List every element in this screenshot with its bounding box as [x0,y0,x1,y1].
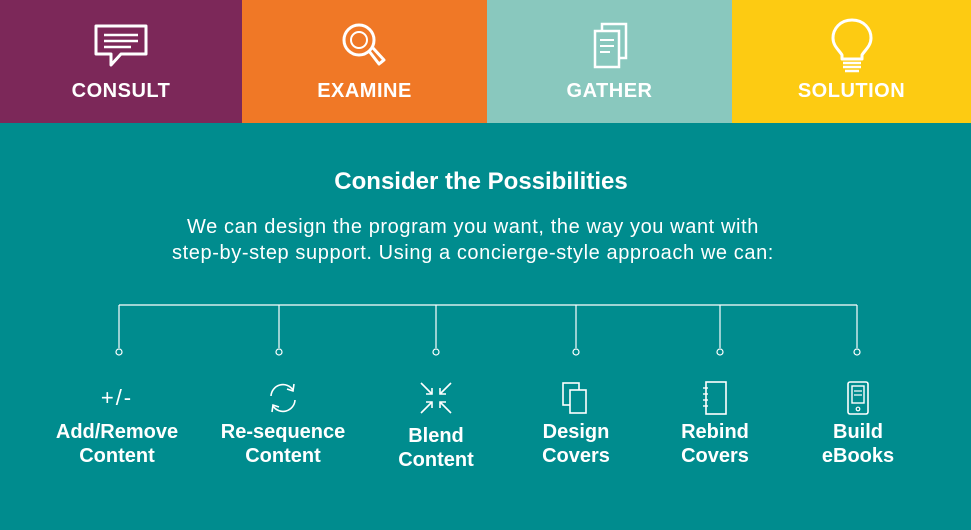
option-build-ebooks[interactable]: Build eBooks [768,378,948,468]
option-blend-content[interactable]: Blend Content [346,378,526,472]
step-consult[interactable]: CONSULT [0,0,242,123]
intro-line: We can design the program you want, the … [187,216,759,238]
option-label: Rebind Covers [681,420,749,468]
option-label-line: Build [833,421,883,443]
step-gather[interactable]: GATHER [487,0,732,123]
connector-branch [716,305,724,356]
converge-arrows-icon [414,378,458,418]
option-label-line: Blend [408,425,464,447]
option-label-line: Content [398,449,474,471]
stacked-pages-icon [554,378,598,418]
connector-branch [275,305,283,356]
speech-bubble-icon [91,20,151,72]
option-rebind-covers[interactable]: Rebind Covers [625,378,805,468]
step-label: SOLUTION [797,80,906,102]
connector-branch [572,305,580,356]
option-label: Build eBooks [822,420,894,468]
option-label-line: Re-sequence [220,421,346,443]
step-solution[interactable]: SOLUTION [732,0,971,123]
step-label: EXAMINE [317,80,412,102]
option-label-line: Add/Remove [55,421,179,443]
process-steps-bar: CONSULT EXAMINE GATHER [0,0,971,123]
section-heading: Consider the Possibilities [334,168,628,195]
option-label: Blend Content [398,424,474,472]
plus-minus-glyph: +/- [100,385,134,410]
plus-minus-icon: +/- [95,378,139,418]
spiral-notebook-icon [693,378,737,418]
step-label: CONSULT [71,80,171,102]
connector-branch [115,305,123,356]
option-label: Design Covers [542,420,610,468]
connector-branch [853,305,861,356]
option-resequence-content[interactable]: Re-sequence Content [193,378,373,468]
documents-icon [580,20,640,72]
ereader-icon [836,378,880,418]
step-examine[interactable]: EXAMINE [242,0,487,123]
option-add-remove-content[interactable]: +/- Add/Remove Content [27,378,207,468]
option-label-line: Content [245,445,321,467]
intro-line: step-by-step support. Using a concierge-… [172,242,774,264]
option-label-line: Design [542,421,610,443]
lightbulb-icon [822,18,882,73]
option-design-covers[interactable]: Design Covers [486,378,666,468]
connector-branch [432,305,440,356]
step-label: GATHER [566,80,653,102]
option-label-line: Content [79,445,155,467]
option-label-line: Rebind [681,421,749,443]
intro-text: We can design the program you want, the … [0,214,946,266]
option-label-line: Covers [542,445,610,467]
option-label: Re-sequence Content [221,420,346,468]
magnifier-icon [335,20,395,72]
option-label: Add/Remove Content [56,420,178,468]
option-label-line: Covers [681,445,749,467]
option-label-line: eBooks [821,445,895,467]
refresh-arrows-icon [261,378,305,418]
